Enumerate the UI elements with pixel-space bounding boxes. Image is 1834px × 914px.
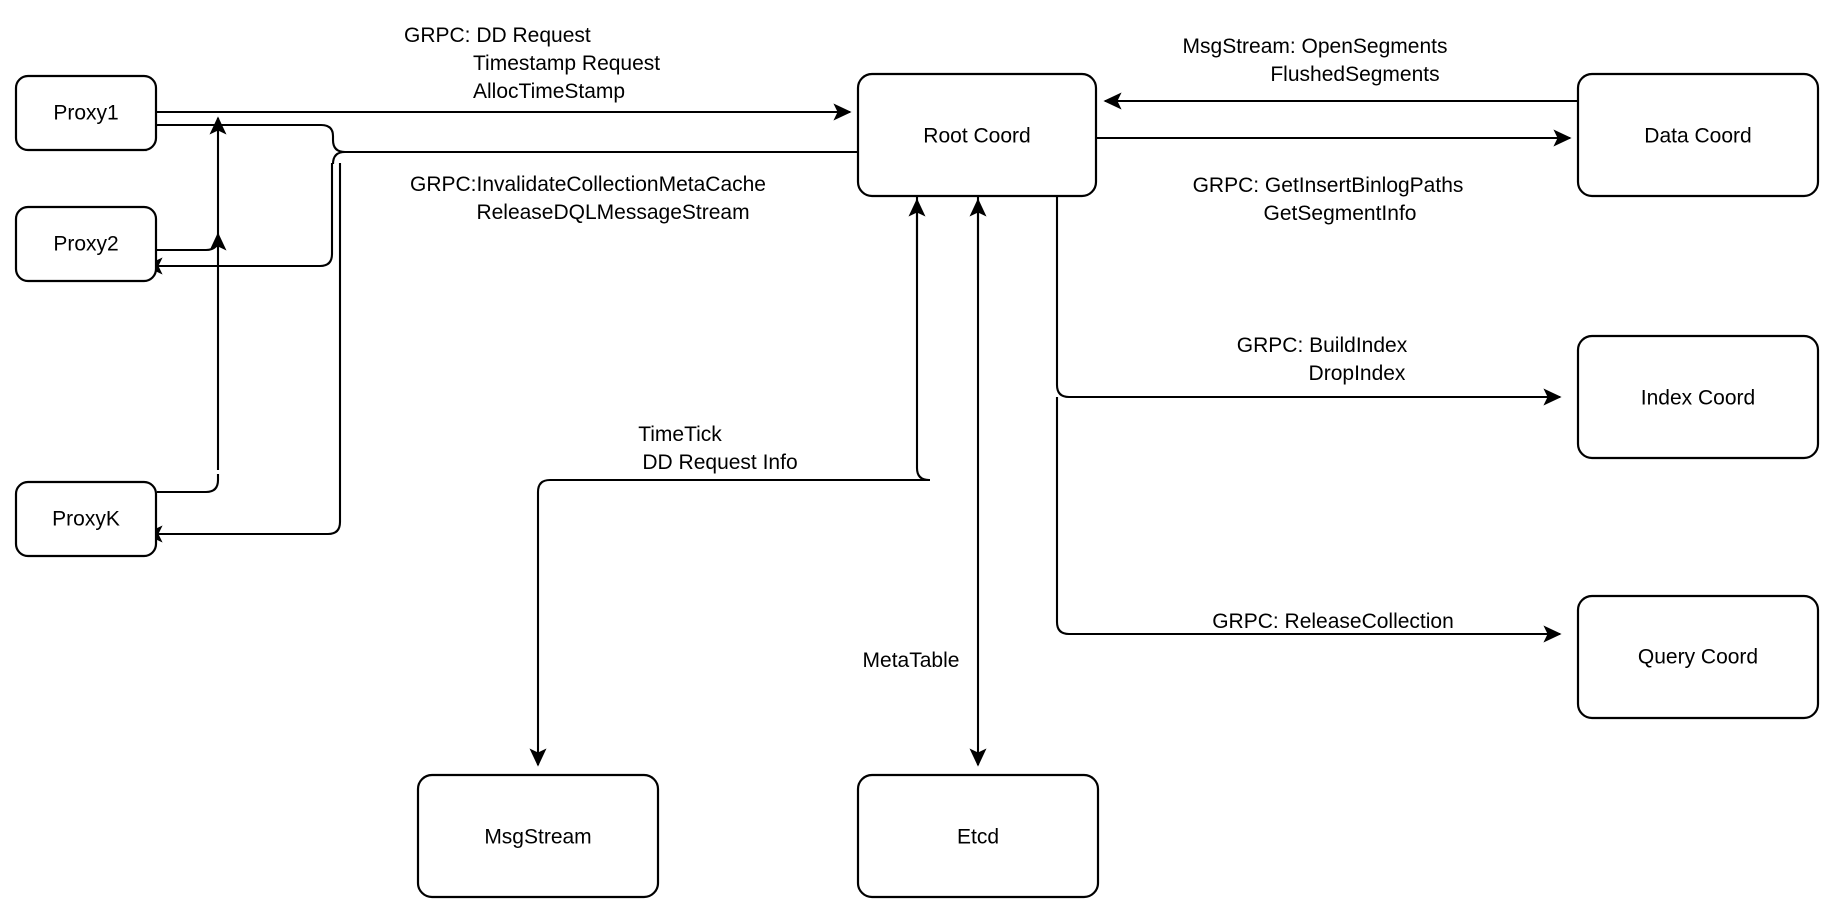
edge-label-root-to-msgstream: TimeTick DD Request Info [638,423,797,474]
node-data-coord-box[interactable] [1576,72,1820,198]
edge-label-root-to-msgstream-line1: TimeTick [638,423,722,446]
edge-label-root-to-etcd: MetaTable [863,649,960,672]
edge-label-root-to-query: GRPC: ReleaseCollection [1212,610,1454,633]
node-proxy2[interactable]: Proxy2 [14,205,158,283]
edge-label-root-to-index-line1: GRPC: BuildIndex [1237,334,1408,357]
edge-label-root-to-proxy-line1: GRPC:InvalidateCollectionMetaCache [410,173,766,196]
node-index-coord-label: Index Coord [1641,387,1755,410]
edge-label-root-to-data: GRPC: GetInsertBinlogPaths GetSegmentInf… [1193,174,1464,225]
edge-label-data-to-root-line2: FlushedSegments [1270,63,1439,86]
edge-label-data-to-root: MsgStream: OpenSegments FlushedSegments [1183,35,1448,86]
edge-label-data-to-root-line1: MsgStream: OpenSegments [1183,35,1448,58]
node-etcd[interactable]: Etcd [856,773,1100,899]
edge-label-proxy-to-root-line2: Timestamp Request [473,52,660,75]
node-proxy1[interactable]: Proxy1 [14,74,158,152]
node-etcd-label: Etcd [957,826,999,849]
edge-root-coord-to-msgstream [529,478,930,767]
edge-label-root-to-query-line1: GRPC: ReleaseCollection [1212,610,1454,633]
edge-label-root-to-index: GRPC: BuildIndex DropIndex [1237,334,1408,385]
edge-root-coord-right-riser [1055,196,1562,406]
edge-proxy2-to-trunk [133,232,227,252]
node-proxyk[interactable]: ProxyK [14,480,158,558]
edge-root-coord-to-query-coord [1055,397,1562,643]
node-etcd-box[interactable] [856,773,1100,899]
edge-label-proxy-to-root-line3: AllocTimeStamp [473,80,625,103]
edge-label-root-to-data-line1: GRPC: GetInsertBinlogPaths [1193,174,1464,197]
node-query-coord-label: Query Coord [1638,646,1758,669]
edge-root-proxy-riser [331,150,346,165]
node-root-coord-box[interactable] [856,72,1098,198]
edge-label-root-to-index-line2: DropIndex [1309,362,1406,385]
edge-label-root-to-proxy-line2: ReleaseDQLMessageStream [476,201,749,224]
node-proxy1-box[interactable] [14,74,158,152]
node-proxyk-box[interactable] [14,480,158,558]
node-proxy2-box[interactable] [14,205,158,283]
node-proxy2-label: Proxy2 [53,233,118,256]
node-query-coord-box[interactable] [1576,594,1820,720]
node-msgstream[interactable]: MsgStream [416,773,660,899]
node-data-coord-label: Data Coord [1644,125,1751,148]
edge-root-coord-to-proxy1 [137,123,858,154]
edge-label-root-to-data-line2: GetSegmentInfo [1264,202,1417,225]
node-msgstream-label: MsgStream [484,826,591,849]
node-msgstream-box[interactable] [416,773,660,899]
edge-msgstream-riser [915,196,930,482]
edge-label-root-to-proxy: GRPC:InvalidateCollectionMetaCache Relea… [410,173,766,224]
edge-label-root-to-msgstream-line2: DD Request Info [642,451,797,474]
node-proxy1-label: Proxy1 [53,102,118,125]
edge-label-root-to-etcd-line1: MetaTable [863,649,960,672]
edge-label-proxy-to-root-line1: GRPC: DD Request [404,24,591,47]
node-index-coord-box[interactable] [1576,334,1820,460]
edge-proxyk-to-trunk [157,474,220,494]
edge-label-proxy-to-root: GRPC: DD Request Timestamp Request Alloc… [404,24,660,103]
node-index-coord[interactable]: Index Coord [1576,334,1820,460]
edge-root-coord-to-proxy2 [144,163,334,275]
node-data-coord[interactable]: Data Coord [1576,72,1820,198]
edge-root-coord-to-proxyk [144,163,342,543]
node-root-coord[interactable]: Root Coord [856,72,1098,198]
node-proxyk-label: ProxyK [52,508,120,531]
node-query-coord[interactable]: Query Coord [1576,594,1820,720]
node-root-coord-label: Root Coord [923,125,1030,148]
